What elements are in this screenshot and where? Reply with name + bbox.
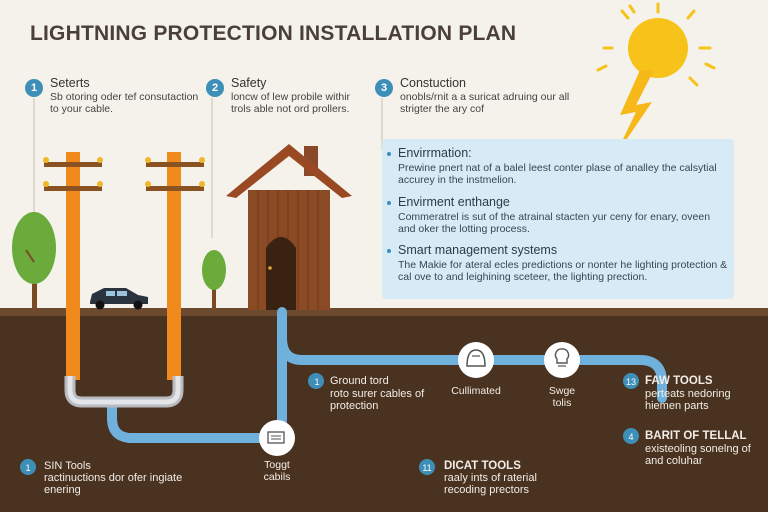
tree-small [202, 250, 226, 310]
sin-tools-title: SIN Tools [44, 460, 91, 472]
step-3-title: Constuction [400, 76, 467, 90]
panel-text-1: Prewine pnert nat of a balel leest conte… [398, 162, 717, 186]
panel-bullet-icon [387, 201, 391, 205]
surge-label-2: tolis [552, 397, 572, 409]
car-icon [90, 288, 148, 310]
dicat-tools-badge: 11 [422, 463, 432, 473]
pipe-joint [64, 376, 184, 408]
target-cable-icon [259, 420, 295, 456]
panel-text-3: The Makie for ateral ecles predictions o… [398, 259, 728, 283]
info-panel: Envirrmation: Prewine pnert nat of a bal… [382, 139, 734, 299]
utility-pole-right [145, 152, 205, 380]
utility-pole-left [43, 152, 103, 380]
step-1-title: Seterts [50, 76, 90, 90]
target-label-2: cabils [263, 471, 291, 483]
soil [0, 312, 768, 512]
barit-badge: 4 [628, 432, 634, 442]
step-3-text: onobls/rnit a a suricat adruing our all … [400, 91, 570, 115]
culminated-label: Cullimated [451, 385, 501, 397]
panel-heading-3: Smart management systems [398, 243, 558, 257]
panel-bullet-icon [387, 249, 391, 253]
panel-text-2: Commeratrel is sut of the atrainal stact… [398, 211, 711, 235]
barit-title: BARIT OF TELLAL [645, 430, 747, 442]
target-label-1: Toggt [264, 459, 290, 471]
dicat-tools-text: raaly ints of raterial recoding prectors [444, 472, 537, 496]
ground-cord-title: Ground tord [330, 375, 389, 387]
faw-tools-text: perteats nedoring hiemen parts [645, 388, 731, 412]
faw-tools-title: FAW TOOLS [645, 375, 713, 387]
step-3-badge: 3 [375, 79, 393, 97]
step-1-badge: 1 [25, 79, 43, 97]
step-2-text: loncw of lew probile withir trols able n… [231, 91, 351, 115]
panel-heading-1: Envirrmation: [398, 146, 472, 160]
barit-text: existeoling sonelng of and coluhar [645, 443, 751, 467]
step-2-title: Safety [231, 76, 267, 90]
sin-tools-badge: 1 [25, 463, 31, 473]
dicat-tools-title: DICAT TOOLS [444, 460, 521, 472]
ground-cord-badge: 1 [314, 377, 320, 387]
ground-surface [0, 308, 768, 316]
surge-label-1: Swge [548, 385, 576, 397]
underground-badges [20, 373, 639, 475]
culminated-node-icon [458, 342, 494, 378]
surge-bulb-icon [544, 342, 580, 378]
page-title: LIGHTNING PROTECTION INSTALLATION PLAN [30, 22, 517, 45]
panel-heading-2: Envirment enthange [398, 195, 510, 209]
sun-icon [596, 2, 716, 87]
panel-bullet-icon [387, 152, 391, 156]
house-icon [226, 144, 352, 310]
ground-cord-text: roto surer cables of protection [330, 388, 425, 412]
faw-tools-badge: 13 [625, 377, 636, 387]
lightning-bolt-icon [614, 70, 654, 158]
step-2-badge: 2 [206, 79, 224, 97]
step-1-text: Sb otoring oder tef consutaction to your… [50, 91, 199, 115]
sin-tools-text: ractinuctions dor ofer ingiate enering [44, 472, 183, 496]
tree-left [12, 212, 56, 310]
